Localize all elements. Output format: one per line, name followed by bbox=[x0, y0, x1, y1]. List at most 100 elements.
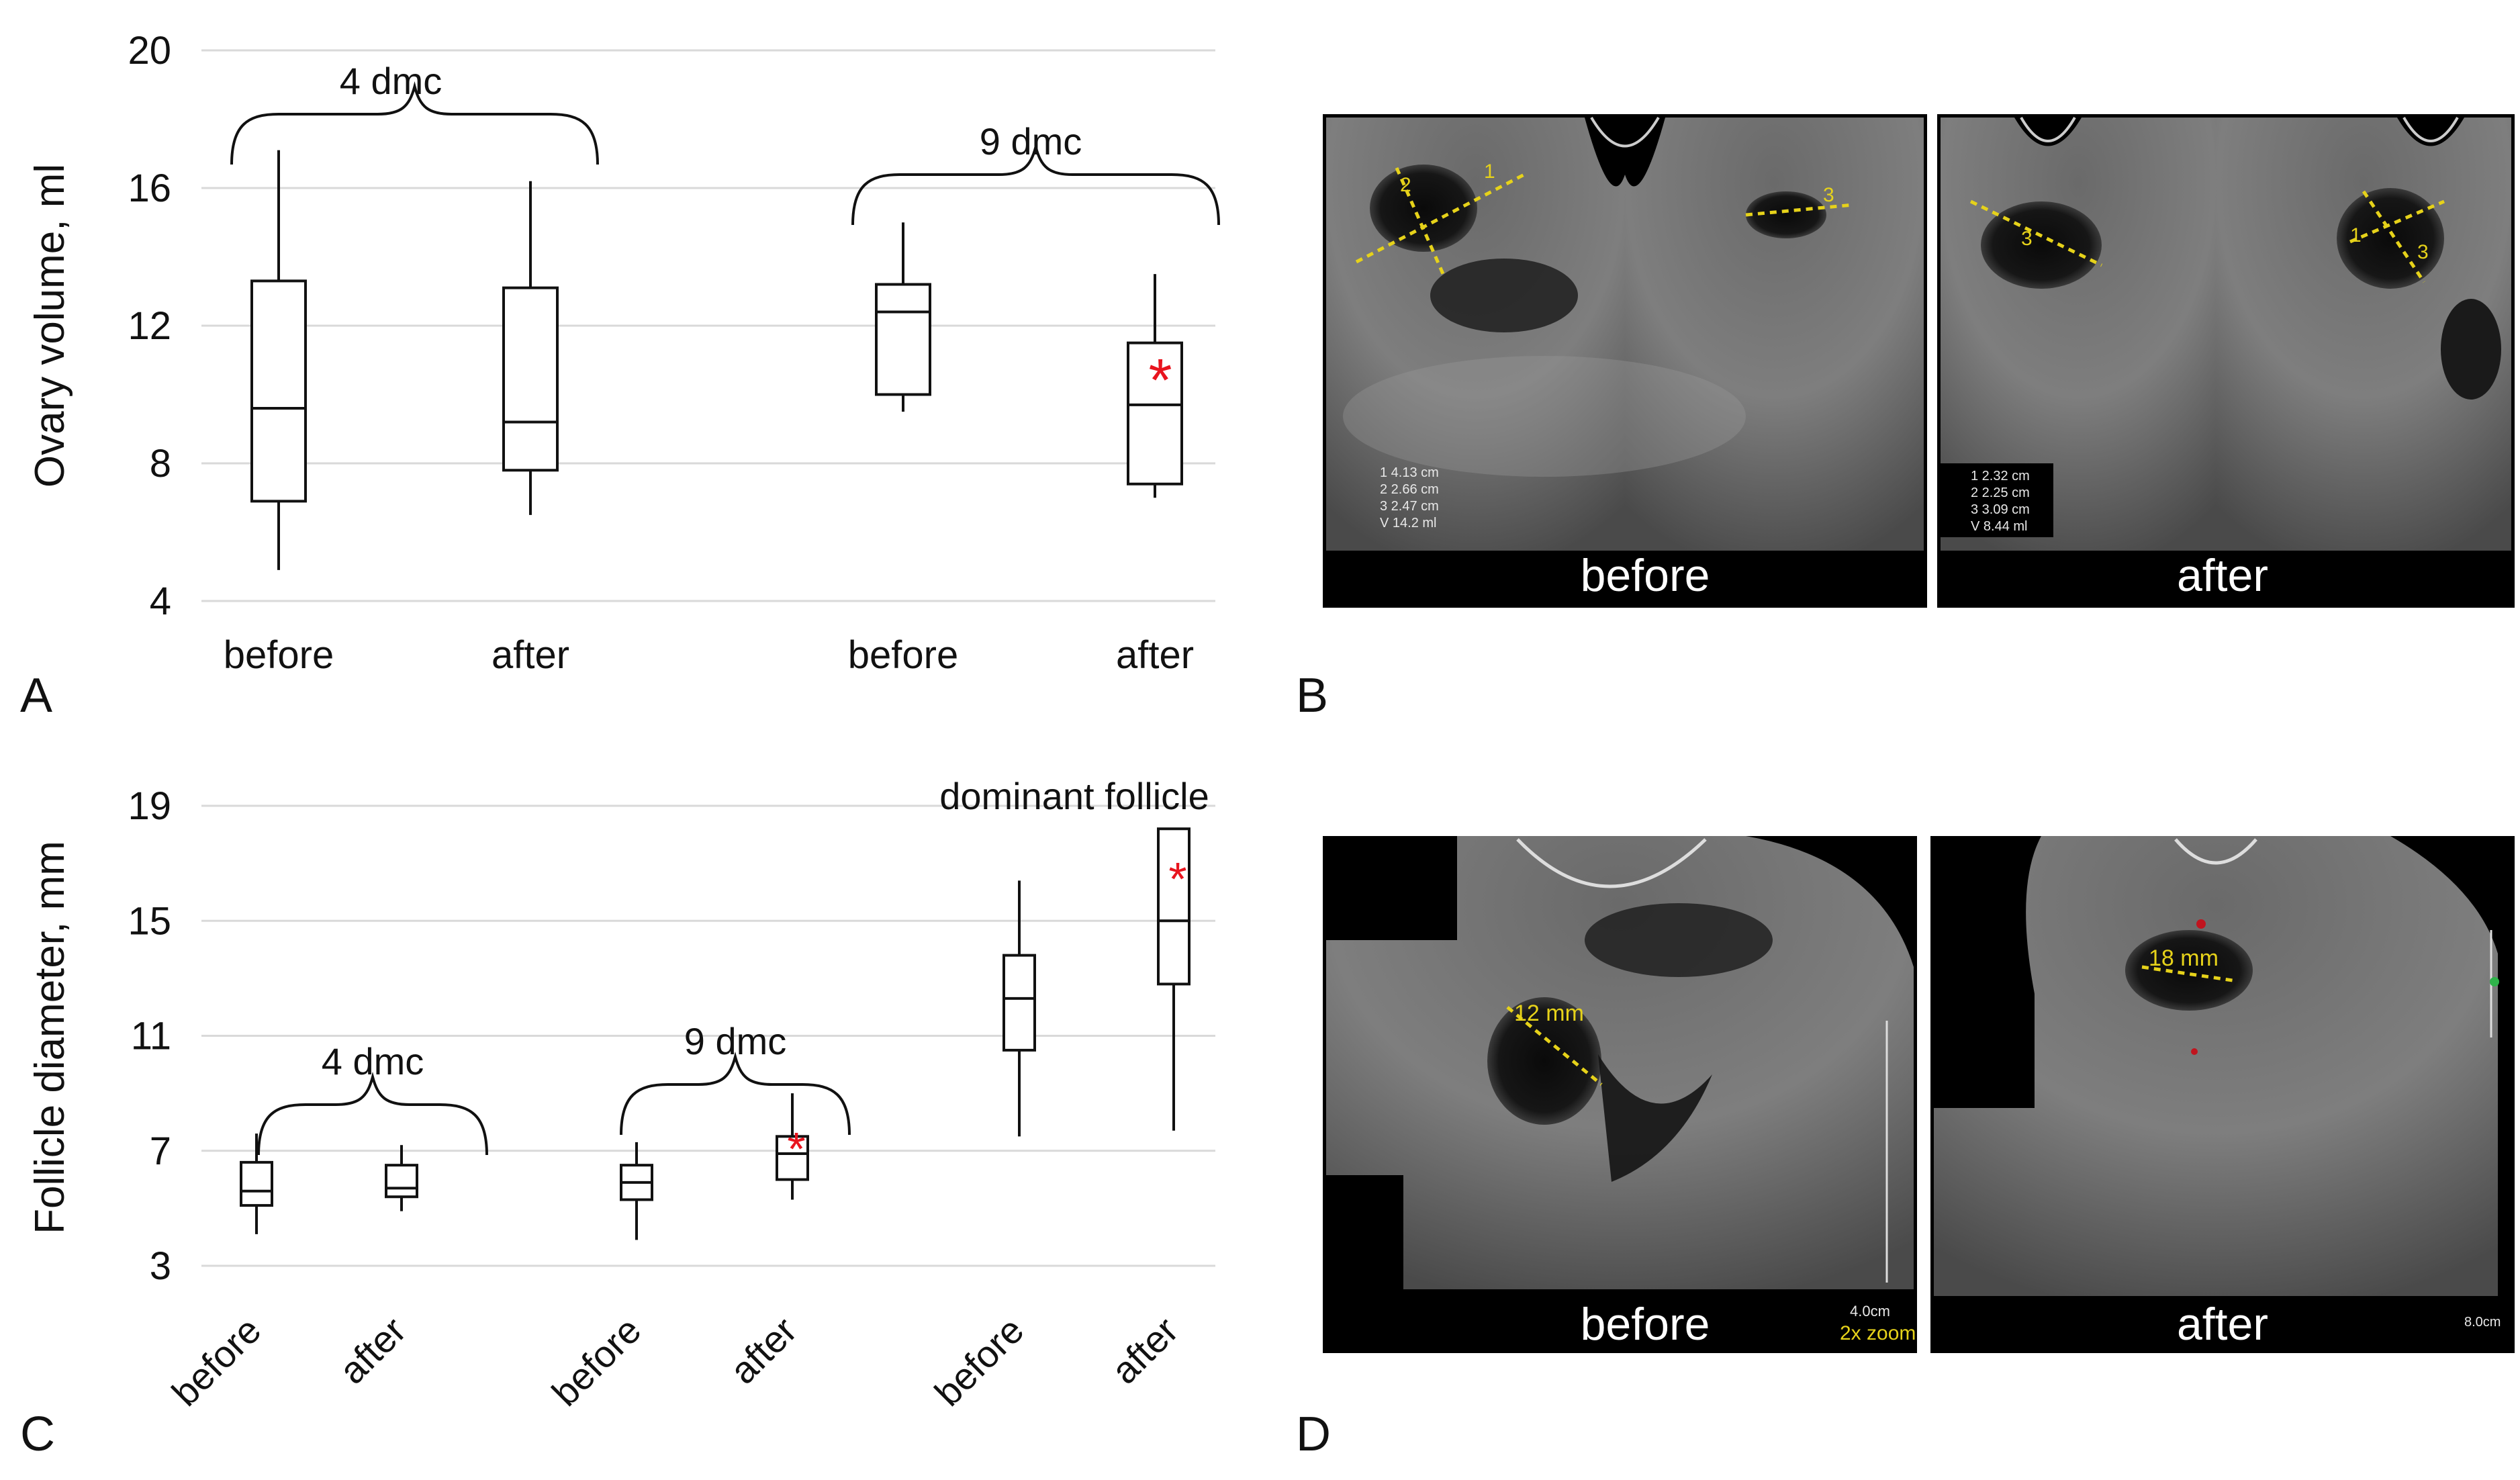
y-axis-label: Follicle diameter, mm bbox=[27, 841, 73, 1234]
x-tick-label: after bbox=[1103, 1309, 1186, 1392]
y-tick-label: 12 bbox=[128, 304, 171, 348]
group-brace bbox=[257, 1071, 488, 1156]
image-label-after: after bbox=[2177, 550, 2268, 601]
measurement-line: 3 3.09 cm bbox=[1971, 502, 2030, 517]
x-tick-label: before bbox=[544, 1309, 649, 1414]
caliper-number: 3 bbox=[1823, 184, 1834, 206]
box-iqr bbox=[875, 283, 931, 396]
tissue-echo bbox=[1343, 356, 1746, 477]
measurement-box bbox=[1939, 463, 2053, 537]
box-2 bbox=[620, 1142, 653, 1240]
x-tick-label: before bbox=[848, 633, 958, 677]
caliper-line bbox=[1745, 203, 1854, 217]
box-2 bbox=[875, 222, 931, 412]
depth-label: 4.0cm bbox=[1850, 1303, 1890, 1320]
probe-arc bbox=[2402, 117, 2459, 142]
ultrasound-panel-d: 12 mm 4.0cm 2x zoom before 18 mm 8.0cm a… bbox=[1323, 836, 2515, 1353]
tissue-echo bbox=[1598, 1054, 1712, 1182]
y-axis-label: Ovary volume, ml bbox=[27, 164, 73, 488]
box-1 bbox=[385, 1145, 418, 1211]
caliper-number: 1 bbox=[1484, 160, 1495, 183]
blank-box bbox=[1932, 1001, 2033, 1101]
group-label: 9 dmc bbox=[980, 120, 1082, 163]
measurement-line: 1 4.13 cm bbox=[1380, 465, 1439, 480]
y-tick-label: 19 bbox=[128, 784, 171, 828]
group-brace bbox=[230, 81, 599, 165]
measurement-line: 1 2.32 cm bbox=[1971, 469, 2030, 483]
group-label: 4 dmc bbox=[322, 1040, 424, 1082]
probe-arc bbox=[2174, 838, 2257, 865]
caliper-line bbox=[1506, 1006, 1603, 1086]
group-label: 9 dmc bbox=[684, 1020, 787, 1062]
caliper-number: 1 bbox=[2350, 224, 2362, 246]
ultrasound-fan bbox=[1625, 118, 1924, 551]
box-iqr bbox=[502, 286, 559, 472]
follicle bbox=[1487, 997, 1601, 1125]
x-tick-label: before bbox=[164, 1309, 269, 1414]
caliper-line bbox=[2141, 965, 2233, 982]
tissue-echo bbox=[1585, 903, 1773, 977]
caliper-line bbox=[1395, 167, 1446, 277]
y-tick-label: 3 bbox=[150, 1244, 171, 1288]
image-label-before: before bbox=[1581, 550, 1710, 601]
significance-asterisk: * bbox=[1148, 347, 1172, 414]
caliper-number: 3 bbox=[2021, 228, 2033, 250]
x-tick-label: after bbox=[331, 1309, 414, 1392]
measurement-line: 3 2.47 cm bbox=[1380, 499, 1439, 514]
image-label-after: after bbox=[2177, 1299, 2268, 1350]
probe-arc bbox=[2020, 117, 2076, 142]
y-tick-label: 7 bbox=[150, 1129, 171, 1173]
box-3: * bbox=[776, 1093, 809, 1200]
measure-label-before: 12 mm bbox=[1514, 1001, 1584, 1026]
follicle bbox=[2125, 930, 2253, 1011]
ultrasound-panel-b: 1 2 3 1 4.13 cm 2 2.66 cm 3 2.47 cm V 14… bbox=[1323, 114, 2515, 608]
significance-asterisk: * bbox=[1168, 853, 1186, 905]
group-brace bbox=[620, 1051, 851, 1136]
y-tick-label: 20 bbox=[128, 29, 171, 73]
ovary-cyst bbox=[1746, 191, 1826, 238]
y-tick-label: 4 bbox=[150, 580, 171, 623]
ultrasound-fan bbox=[1326, 118, 1625, 551]
zoom-label: 2x zoom bbox=[1840, 1322, 1916, 1344]
caliper-line bbox=[1355, 173, 1526, 264]
group-brace bbox=[851, 141, 1220, 226]
panel-label-b: B bbox=[1296, 669, 1328, 723]
box-4 bbox=[1002, 880, 1036, 1137]
measure-label-after: 18 mm bbox=[2149, 945, 2219, 971]
caliper-line bbox=[2362, 190, 2426, 283]
box-3: * bbox=[1127, 274, 1183, 498]
ovary-cyst bbox=[1370, 165, 1477, 252]
panel-label-a: A bbox=[20, 669, 52, 723]
box-0 bbox=[240, 1134, 273, 1234]
marker-dot bbox=[2191, 1048, 2198, 1055]
caliper-line bbox=[1969, 199, 2103, 267]
x-tick-label: after bbox=[1116, 633, 1194, 677]
y-tick-label: 15 bbox=[128, 899, 171, 943]
group-label: dominant follicle bbox=[939, 775, 1209, 817]
caliper-line bbox=[2349, 199, 2445, 244]
measurement-line: 2 2.25 cm bbox=[1971, 485, 2030, 500]
y-tick-label: 8 bbox=[150, 442, 171, 485]
box-0 bbox=[250, 150, 307, 570]
measurement-line: 2 2.66 cm bbox=[1380, 482, 1439, 497]
box-iqr bbox=[776, 1135, 809, 1181]
box-iqr bbox=[1002, 954, 1036, 1052]
focus-marker bbox=[2490, 977, 2499, 986]
measurement-line: V 8.44 ml bbox=[1971, 519, 2027, 534]
group-label: 4 dmc bbox=[340, 60, 442, 102]
ovary-cyst bbox=[2441, 299, 2501, 400]
ovary-cyst bbox=[1981, 201, 2102, 289]
image-label-before: before bbox=[1581, 1299, 1710, 1350]
x-tick-label: before bbox=[927, 1309, 1032, 1414]
significance-asterisk: * bbox=[787, 1123, 805, 1175]
ultrasound-fan bbox=[1934, 836, 2498, 1296]
probe-arc bbox=[1590, 116, 1660, 148]
depth-label: 8.0cm bbox=[2464, 1315, 2501, 1330]
caliper-number: 2 bbox=[1400, 174, 1411, 196]
box-5: * bbox=[1157, 827, 1191, 1131]
box-iqr bbox=[1157, 827, 1191, 986]
probe-arc bbox=[1516, 838, 1707, 888]
